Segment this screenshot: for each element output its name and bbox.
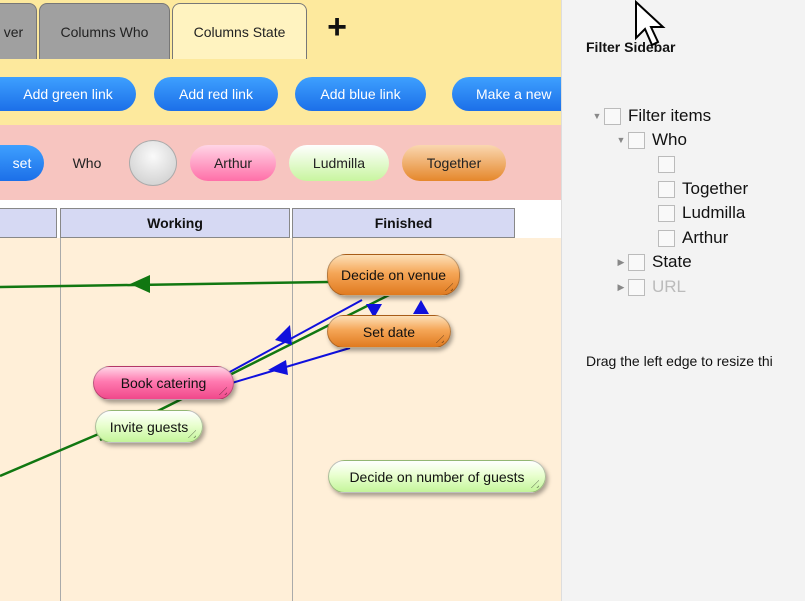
tree-item-url: ▶ URL: [614, 276, 686, 298]
person-arthur-button[interactable]: Arthur: [190, 145, 276, 181]
tree-label: Filter items: [628, 106, 712, 125]
tree-item-ludmilla[interactable]: Ludmilla: [658, 202, 745, 224]
green-link[interactable]: [0, 280, 329, 289]
tree-item-arthur[interactable]: Arthur: [658, 227, 728, 249]
card-invite-guests[interactable]: Invite guests: [95, 410, 203, 443]
card-label: Decide on venue: [340, 267, 447, 283]
resize-grip-icon[interactable]: [215, 383, 227, 395]
tree-item-who-empty[interactable]: [658, 153, 682, 175]
tree-label: Who: [652, 130, 687, 149]
tab-label: Columns Who: [60, 23, 149, 40]
checkbox[interactable]: [658, 204, 675, 222]
add-red-link-button[interactable]: Add red link: [154, 77, 278, 111]
tab-label: ver: [3, 23, 24, 40]
tab-partial[interactable]: ver: [0, 3, 37, 59]
arrow-head-icon: [366, 304, 382, 318]
column-divider: [60, 238, 61, 601]
card-decide-on-venue[interactable]: Decide on venue: [327, 254, 460, 296]
card-label: Book catering: [120, 375, 207, 391]
expand-triangle-icon[interactable]: ▼: [592, 111, 602, 121]
resize-grip-icon[interactable]: [527, 476, 539, 488]
tree-label: Ludmilla: [682, 203, 746, 222]
filter-sidebar[interactable]: Filter Sidebar ▼ Filter items ▼ Who Toge…: [561, 0, 805, 601]
column-divider: [292, 238, 293, 601]
plus-icon[interactable]: +: [327, 8, 347, 46]
board-app: ver Columns Who Columns State + Add gree…: [0, 0, 561, 601]
person-ludmilla-button[interactable]: Ludmilla: [289, 145, 389, 181]
tree-label: Together: [682, 179, 749, 198]
tree-label: State: [652, 252, 692, 271]
make-new-button[interactable]: Make a new: [452, 77, 561, 111]
expand-triangle-icon[interactable]: ▼: [616, 135, 626, 145]
green-link[interactable]: [0, 428, 109, 478]
reset-button[interactable]: set: [0, 145, 44, 181]
card-set-date[interactable]: Set date: [327, 315, 451, 348]
checkbox: [628, 278, 645, 296]
column-header-working: Working: [60, 208, 290, 238]
card-book-catering[interactable]: Book catering: [93, 366, 234, 400]
arrow-head-icon: [275, 325, 292, 345]
person-together-button[interactable]: Together: [402, 145, 506, 181]
empty-person-button[interactable]: [129, 140, 177, 186]
collapsed-triangle-icon: ▶: [617, 281, 625, 292]
add-blue-link-button[interactable]: Add blue link: [295, 77, 426, 111]
blue-link[interactable]: [224, 347, 351, 386]
tab-columns-who[interactable]: Columns Who: [39, 3, 170, 59]
card-label: Set date: [362, 323, 416, 340]
mouse-cursor-icon: [635, 0, 666, 47]
column-header-partial: [0, 208, 57, 238]
checkbox[interactable]: [658, 180, 675, 198]
tree-item-state[interactable]: ▶ State: [614, 251, 692, 273]
checkbox[interactable]: [658, 229, 675, 247]
checkbox[interactable]: [628, 253, 645, 271]
checkbox[interactable]: [658, 155, 675, 173]
card-label: Invite guests: [109, 418, 189, 435]
column-header-finished: Finished: [292, 208, 515, 238]
card-decide-on-number-of-guests[interactable]: Decide on number of guests: [328, 460, 546, 493]
card-label: Decide on number of guests: [349, 468, 525, 485]
arrow-head-icon: [268, 360, 288, 375]
add-green-link-button[interactable]: Add green link: [0, 77, 136, 111]
collapsed-triangle-icon[interactable]: ▶: [617, 256, 625, 267]
resize-hint: Drag the left edge to resize thi: [586, 353, 773, 369]
arrow-head-icon: [130, 275, 150, 293]
board-area: [0, 238, 561, 601]
tree-label: Arthur: [682, 228, 729, 247]
tree-item-filter-items[interactable]: ▼ Filter items: [590, 105, 712, 127]
tree-item-who[interactable]: ▼ Who: [614, 129, 687, 151]
resize-grip-icon[interactable]: [432, 331, 444, 343]
who-label: Who: [72, 155, 102, 171]
links-layer: [0, 275, 429, 478]
tree-label: URL: [652, 277, 687, 296]
arrow-head-icon: [413, 300, 429, 314]
tab-label: Columns State: [193, 23, 286, 40]
tab-columns-state[interactable]: Columns State: [172, 3, 307, 59]
checkbox[interactable]: [628, 131, 645, 149]
tree-item-together[interactable]: Together: [658, 178, 748, 200]
checkbox[interactable]: [604, 107, 621, 125]
